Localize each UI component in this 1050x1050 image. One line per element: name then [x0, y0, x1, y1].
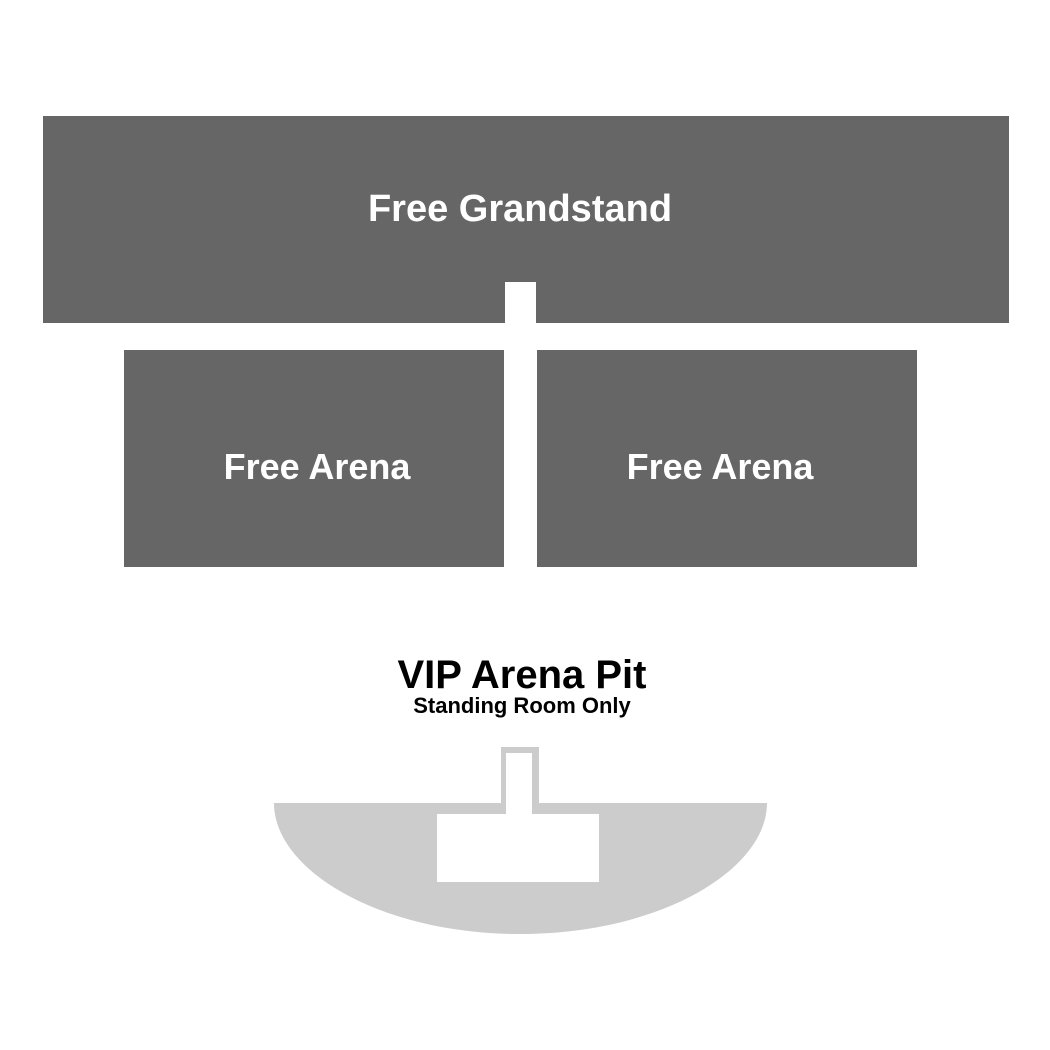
section-free-arena-right-label: Free Arena: [627, 446, 815, 487]
vip-pit-title: VIP Arena Pit: [398, 653, 647, 697]
section-free-arena-left-label: Free Arena: [224, 446, 412, 487]
section-free-arena-left[interactable]: [124, 350, 504, 567]
section-free-grandstand[interactable]: [43, 116, 1009, 323]
section-free-arena-right[interactable]: [537, 350, 917, 567]
vip-pit-subtitle: Standing Room Only: [413, 693, 631, 718]
section-free-grandstand-label: Free Grandstand: [368, 188, 672, 230]
stage: [437, 753, 599, 882]
